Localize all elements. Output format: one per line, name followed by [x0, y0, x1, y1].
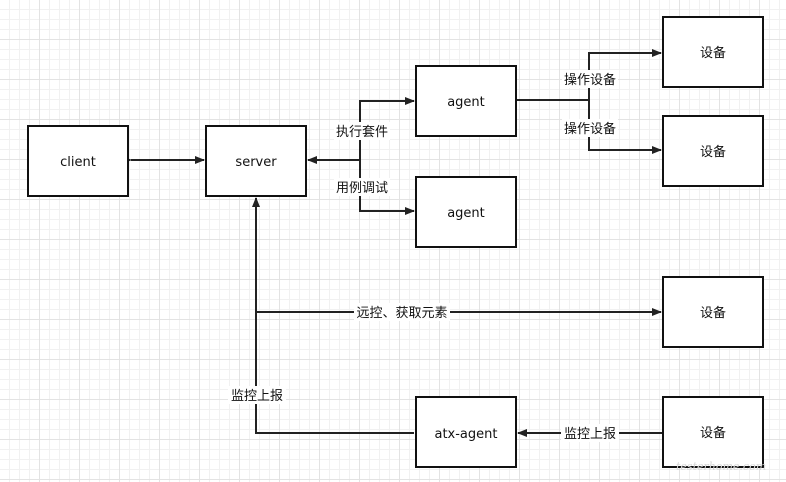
node-device-4: 设备: [662, 396, 764, 468]
label-monitor-report-device: 监控上报: [564, 427, 616, 442]
label-operate-device-2: 操作设备: [564, 121, 616, 137]
node-atx-agent-label: atx-agent: [434, 427, 497, 442]
watermark: testerhome.com: [676, 460, 766, 473]
edge-monitor-to-server: [252, 197, 414, 434]
node-device-2: 设备: [662, 115, 764, 187]
node-agent-2-label: agent: [447, 206, 485, 221]
node-client-label: client: [60, 155, 96, 170]
label-operate-device-1: 操作设备: [564, 72, 616, 88]
node-device-2-label: 设备: [700, 144, 726, 160]
label-remote-control: 远控、获取元素: [356, 306, 447, 321]
node-atx-agent: atx-agent: [415, 396, 517, 468]
node-device-1: 设备: [662, 16, 764, 88]
node-server: server: [205, 125, 307, 197]
node-agent-1-label: agent: [447, 95, 485, 110]
node-client: client: [27, 125, 129, 197]
node-device-1-label: 设备: [700, 45, 726, 61]
node-agent-1: agent: [415, 65, 517, 137]
node-device-3: 设备: [662, 276, 764, 348]
node-device-3-label: 设备: [700, 305, 726, 321]
node-agent-2: agent: [415, 176, 517, 248]
label-exec-suite: 执行套件: [336, 124, 388, 140]
label-monitor-report-up: 监控上报: [231, 389, 283, 404]
label-case-debug: 用例调试: [336, 181, 388, 196]
node-server-label: server: [235, 155, 277, 170]
node-device-4-label: 设备: [700, 425, 726, 441]
